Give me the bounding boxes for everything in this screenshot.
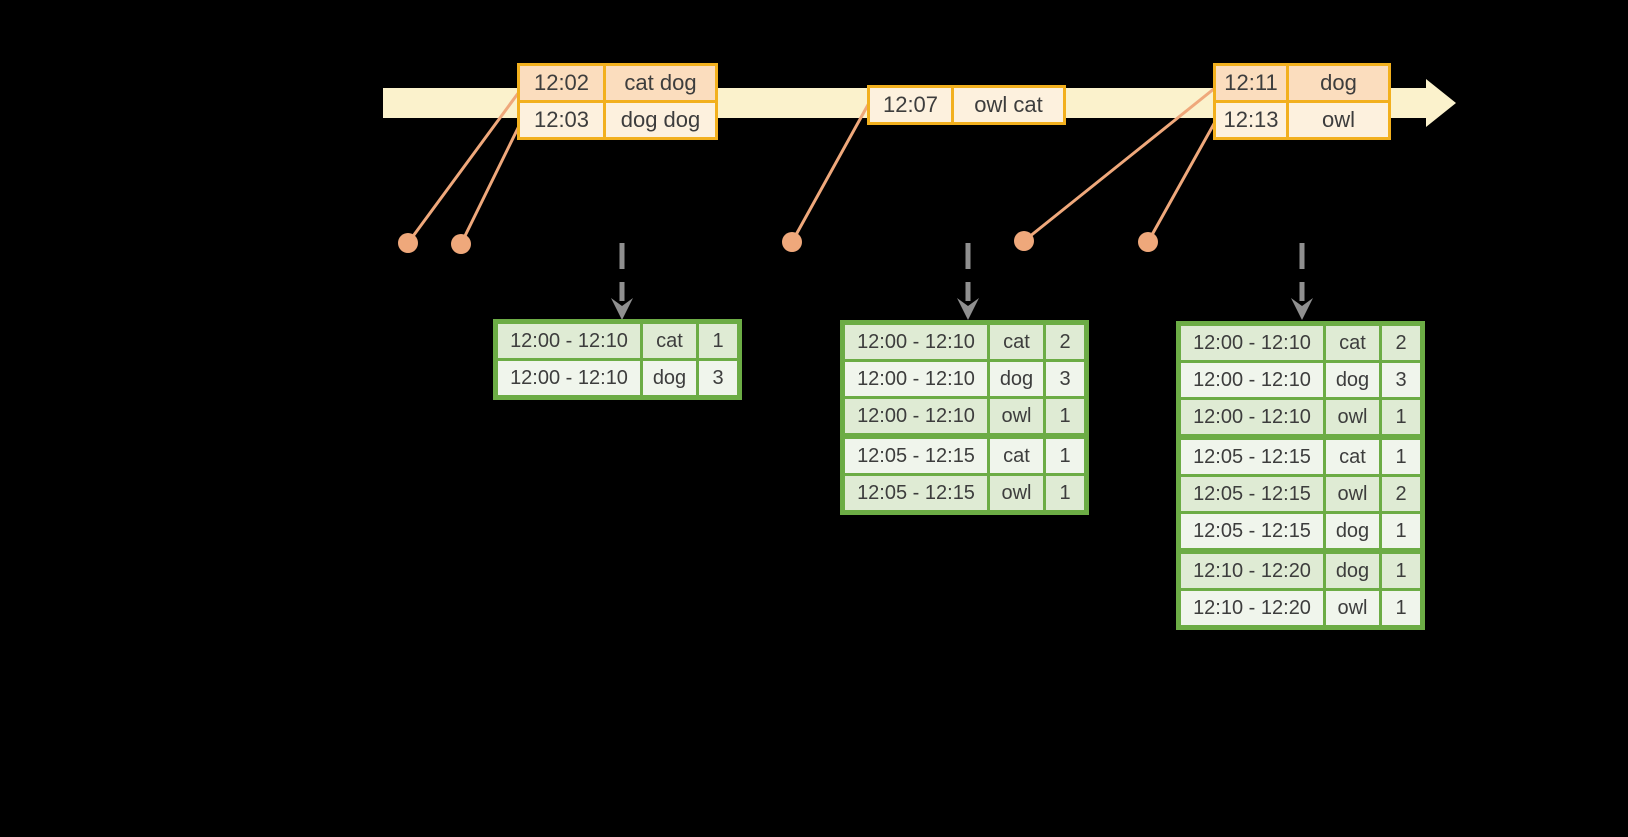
count-cell: 1 bbox=[1043, 473, 1088, 514]
word-cell: dog bbox=[1323, 360, 1382, 400]
word-cell: dog bbox=[640, 358, 699, 399]
count-cell: 3 bbox=[1379, 360, 1424, 400]
trigger-arrow-icon bbox=[611, 243, 633, 320]
count-cell: 1 bbox=[1043, 433, 1088, 476]
event-connector-line bbox=[1146, 120, 1217, 244]
event-connector-line bbox=[406, 90, 521, 245]
event-connector-line bbox=[790, 101, 871, 244]
word-cell: cat bbox=[1323, 434, 1382, 477]
event-words-cell: cat dog bbox=[603, 63, 718, 103]
event-dot bbox=[398, 233, 418, 253]
word-cell: cat bbox=[640, 320, 699, 361]
word-cell: owl bbox=[987, 473, 1046, 514]
word-cell: owl bbox=[1323, 588, 1382, 629]
window-cell: 12:00 - 12:10 bbox=[1177, 397, 1326, 439]
event-dot bbox=[1014, 231, 1034, 251]
trigger-arrow-icon bbox=[957, 243, 979, 320]
window-cell: 12:00 - 12:10 bbox=[841, 359, 990, 399]
word-cell: owl bbox=[1323, 397, 1382, 439]
event-dot bbox=[782, 232, 802, 252]
word-cell: cat bbox=[1323, 322, 1382, 363]
event-time-cell: 12:13 bbox=[1213, 100, 1289, 140]
window-cell: 12:00 - 12:10 bbox=[1177, 360, 1326, 400]
count-cell: 1 bbox=[1379, 397, 1424, 439]
word-cell: dog bbox=[987, 359, 1046, 399]
event-time-cell: 12:11 bbox=[1213, 63, 1289, 103]
timeline-arrowhead-icon bbox=[1426, 79, 1456, 127]
count-cell: 1 bbox=[1379, 548, 1424, 591]
window-cell: 12:05 - 12:15 bbox=[841, 433, 990, 476]
event-words-cell: owl cat bbox=[951, 85, 1066, 125]
count-cell: 1 bbox=[1379, 588, 1424, 629]
count-cell: 1 bbox=[1379, 511, 1424, 553]
event-time-cell: 12:03 bbox=[517, 100, 606, 140]
word-cell: cat bbox=[987, 433, 1046, 476]
count-cell: 2 bbox=[1379, 474, 1424, 514]
event-connector-line bbox=[1022, 86, 1217, 243]
window-cell: 12:05 - 12:15 bbox=[1177, 474, 1326, 514]
count-cell: 1 bbox=[696, 320, 741, 361]
event-time-cell: 12:07 bbox=[867, 85, 954, 125]
word-cell: dog bbox=[1323, 511, 1382, 553]
count-cell: 1 bbox=[1043, 396, 1088, 438]
window-cell: 12:05 - 12:15 bbox=[841, 473, 990, 514]
count-cell: 2 bbox=[1379, 322, 1424, 363]
count-cell: 3 bbox=[696, 358, 741, 399]
event-dot bbox=[451, 234, 471, 254]
event-words-cell: dog bbox=[1286, 63, 1391, 103]
window-cell: 12:00 - 12:10 bbox=[494, 358, 643, 399]
event-dot bbox=[1138, 232, 1158, 252]
window-cell: 12:00 - 12:10 bbox=[841, 396, 990, 438]
window-cell: 12:05 - 12:15 bbox=[1177, 434, 1326, 477]
window-cell: 12:00 - 12:10 bbox=[494, 320, 643, 361]
word-cell: cat bbox=[987, 321, 1046, 362]
window-cell: 12:10 - 12:20 bbox=[1177, 548, 1326, 591]
window-cell: 12:10 - 12:20 bbox=[1177, 588, 1326, 629]
count-cell: 1 bbox=[1379, 434, 1424, 477]
count-cell: 3 bbox=[1043, 359, 1088, 399]
window-cell: 12:05 - 12:15 bbox=[1177, 511, 1326, 553]
trigger-arrow-icon bbox=[1291, 243, 1313, 320]
count-cell: 2 bbox=[1043, 321, 1088, 362]
event-words-cell: owl bbox=[1286, 100, 1391, 140]
word-cell: owl bbox=[1323, 474, 1382, 514]
event-words-cell: dog dog bbox=[603, 100, 718, 140]
word-cell: owl bbox=[987, 396, 1046, 438]
event-time-cell: 12:02 bbox=[517, 63, 606, 103]
window-cell: 12:00 - 12:10 bbox=[841, 321, 990, 362]
window-cell: 12:00 - 12:10 bbox=[1177, 322, 1326, 363]
event-connector-line bbox=[459, 124, 521, 246]
word-cell: dog bbox=[1323, 548, 1382, 591]
